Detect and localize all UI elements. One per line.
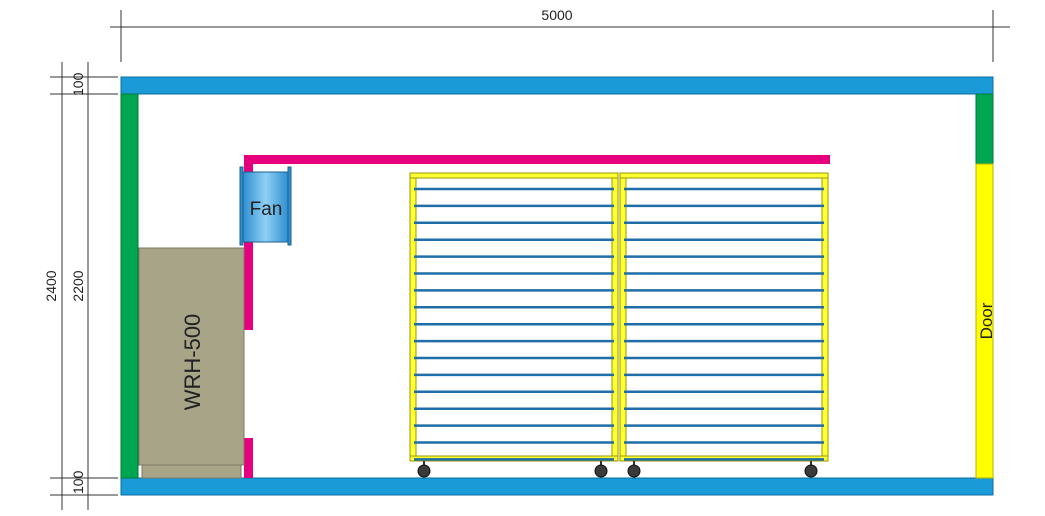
unit-base bbox=[141, 464, 242, 479]
height-dimensions bbox=[50, 62, 118, 510]
cart-wheel bbox=[627, 464, 641, 478]
cart-post-left bbox=[619, 172, 627, 462]
fan-label: Fan bbox=[250, 199, 283, 220]
fan-frame-left bbox=[239, 166, 244, 246]
left-wall bbox=[120, 93, 139, 479]
door bbox=[975, 163, 994, 479]
right-wall bbox=[975, 93, 994, 165]
heat-pump-unit bbox=[138, 247, 245, 466]
width-dimension bbox=[110, 10, 1010, 62]
total-height-label: 2400 bbox=[43, 270, 59, 301]
cart-wheel bbox=[804, 464, 818, 478]
cart-post-right bbox=[821, 172, 829, 462]
duct-top bbox=[244, 155, 830, 164]
drying-carts bbox=[409, 172, 829, 478]
bottom-wall-dimension-label: 100 bbox=[70, 470, 86, 494]
door-label: Door bbox=[977, 302, 996, 339]
duct-lower-vertical bbox=[244, 438, 253, 478]
width-dimension-label: 5000 bbox=[541, 7, 572, 23]
cart-post-right bbox=[611, 172, 619, 462]
top-wall bbox=[120, 76, 994, 95]
top-wall-dimension-label: 100 bbox=[70, 72, 86, 96]
fan-frame-right bbox=[287, 166, 292, 246]
unit-label: WRH-500 bbox=[180, 314, 205, 411]
inner-height-label: 2200 bbox=[70, 270, 86, 301]
cart-post-left bbox=[409, 172, 417, 462]
cart-wheel bbox=[417, 464, 431, 478]
cart-wheel bbox=[594, 464, 608, 478]
cart-top-rail bbox=[619, 172, 829, 179]
cart-top-rail bbox=[409, 172, 619, 179]
bottom-wall bbox=[120, 477, 994, 496]
